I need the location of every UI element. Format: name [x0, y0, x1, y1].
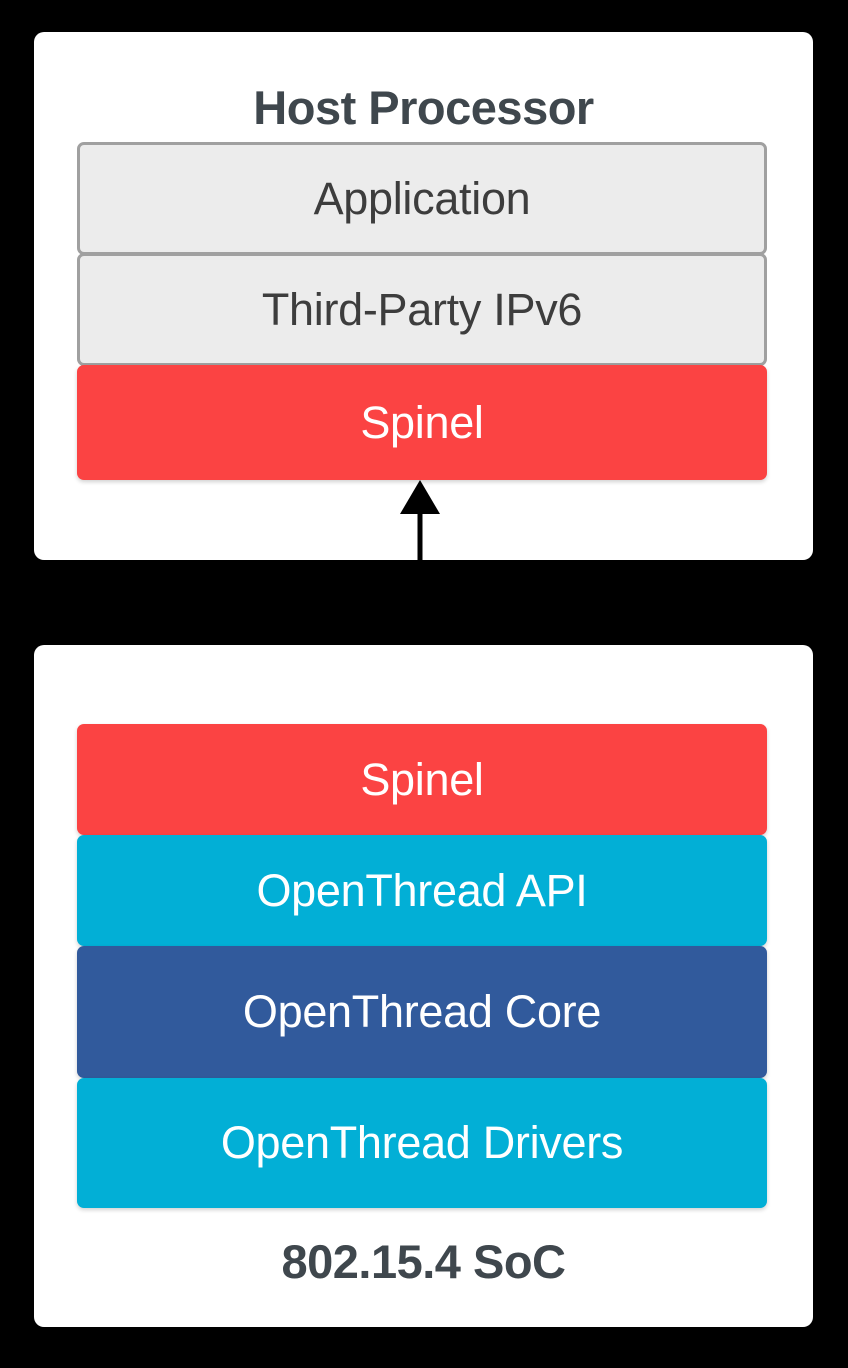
- layer-label-application: Application: [313, 172, 531, 224]
- layer-box-openthread-api: OpenThread API: [77, 835, 767, 946]
- layer-label-soc-spinel: Spinel: [360, 753, 484, 805]
- layer-box-openthread-drivers: OpenThread Drivers: [77, 1078, 767, 1208]
- host-processor-card: Host Processor Application Third-Party I…: [34, 32, 813, 560]
- layer-box-host-spinel: Spinel: [77, 365, 767, 480]
- soc-card: Spinel OpenThread API OpenThread Core Op…: [34, 645, 813, 1327]
- layer-box-third-party-ipv6: Third-Party IPv6: [77, 253, 767, 366]
- layer-label-host-spinel: Spinel: [360, 396, 484, 448]
- layer-label-openthread-drivers: OpenThread Drivers: [220, 1117, 624, 1168]
- soc-title: 802.15.4 SoC: [281, 1235, 566, 1288]
- layer-label-openthread-core: OpenThread Core: [242, 986, 602, 1037]
- layer-box-soc-spinel: Spinel: [77, 724, 767, 835]
- layer-box-openthread-core: OpenThread Core: [77, 946, 767, 1078]
- layer-label-openthread-api: OpenThread API: [256, 864, 588, 916]
- host-processor-title: Host Processor: [253, 81, 594, 134]
- layer-label-third-party-ipv6: Third-Party IPv6: [261, 283, 583, 335]
- layer-box-application: Application: [77, 142, 767, 255]
